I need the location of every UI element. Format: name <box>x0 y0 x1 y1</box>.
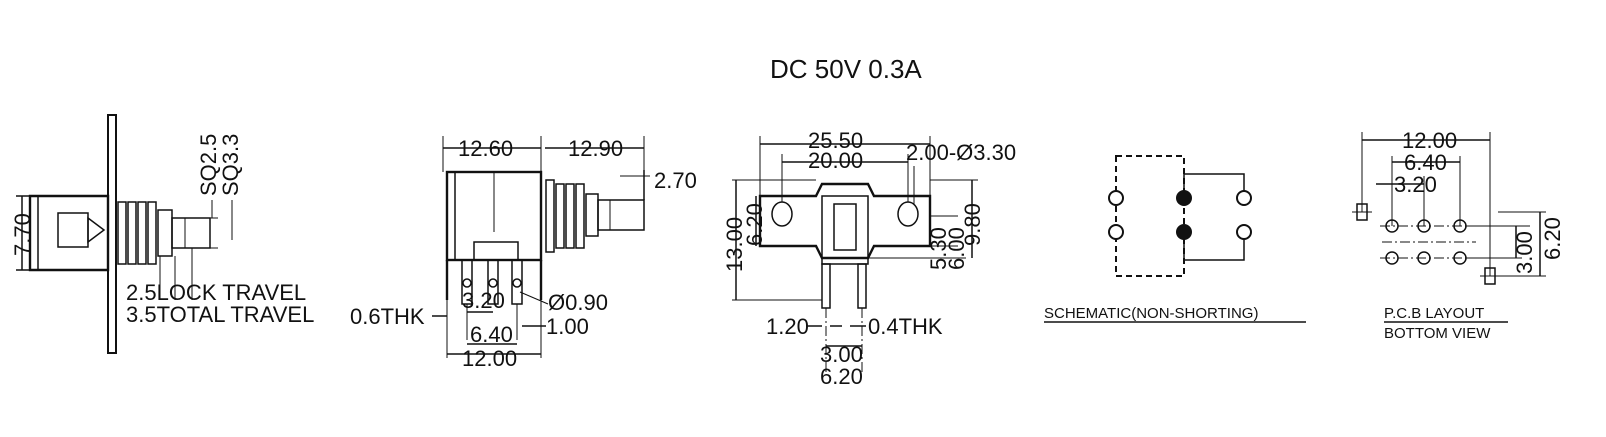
contact-common-1 <box>1176 190 1192 206</box>
dim-hole: 2.00-Ø3.30 <box>906 140 1016 165</box>
base-block <box>473 241 519 261</box>
latch-arrow-icon <box>87 216 106 244</box>
lock-travel-label: 2.5LOCK TRAVEL <box>126 280 306 305</box>
total-travel-label: 3.5TOTAL TRAVEL <box>126 302 314 327</box>
mount-hole-right <box>897 201 919 227</box>
dim-terminal-pitch: 3.00 <box>820 342 863 367</box>
actuator-shaft <box>171 217 211 249</box>
end-view: 25.50 20.00 2.00-Ø3.30 13.00 6.20 5.30 6… <box>722 128 1016 389</box>
switch-body <box>28 194 110 272</box>
spring-coils <box>117 201 173 265</box>
pcb-pads <box>1380 219 1476 265</box>
dim-outer-width: 25.50 <box>808 128 863 153</box>
rating-title: DC 50V 0.3A <box>770 54 922 84</box>
contact-common-2 <box>1176 224 1192 240</box>
pcb-dim-mid: 6.40 <box>1404 150 1447 175</box>
dim-thickness: 0.6THK <box>350 304 425 329</box>
dim-bracket-height: 6.20 <box>742 203 767 246</box>
mount-hole-left <box>771 201 793 227</box>
dim-pin-width: 1.00 <box>546 314 589 339</box>
dim-sq-large: SQ3.3 <box>218 134 243 196</box>
dim-right-b: 6.00 <box>944 227 969 270</box>
dim-sq-small: SQ2.5 <box>196 134 221 196</box>
pcb-dim-row-span: 6.20 <box>1540 217 1565 260</box>
dim-shaft-offset: 2.70 <box>654 168 697 193</box>
pcb-dim-row-pitch: 3.00 <box>1512 231 1537 274</box>
pcb-dim-small: 3.20 <box>1394 172 1437 197</box>
front-springs <box>545 179 599 253</box>
contact-open-3 <box>1236 190 1252 206</box>
schematic: SCHEMATIC(NON-SHORTING) <box>1044 155 1306 323</box>
dim-pin-pitch: 3.20 <box>462 288 505 313</box>
front-shaft <box>597 199 645 231</box>
mounting-bracket <box>758 182 932 260</box>
dim-total-height: 13.00 <box>722 217 747 272</box>
schematic-label: SCHEMATIC(NON-SHORTING) <box>1044 305 1258 322</box>
contact-open-4 <box>1236 224 1252 240</box>
terminal-left <box>821 263 831 309</box>
dim-terminal-thk: 0.4THK <box>868 314 943 339</box>
center-slot <box>833 203 857 251</box>
dim-terminal-span: 6.20 <box>820 364 863 389</box>
dim-pin-diameter: Ø0.90 <box>548 290 608 315</box>
terminal-right <box>857 263 867 309</box>
dim-total-width: 12.00 <box>462 346 517 371</box>
dim-height: 7.70 <box>10 213 35 256</box>
front-view: 12.60 12.90 2.70 0.6THK 3.20 Ø0.90 1.00 … <box>350 136 697 371</box>
contact-open-2 <box>1108 224 1124 240</box>
pcb-label-line1: P.C.B LAYOUT <box>1384 305 1484 322</box>
pcb-layout: 12.00 6.40 3.20 3.00 <box>1352 128 1565 342</box>
pcb-label-line2: BOTTOM VIEW <box>1384 325 1491 342</box>
side-view: 7.70 SQ2.5 SQ3.3 2.5LOCK TRAVEL 3.5TOTAL… <box>10 114 314 354</box>
dim-body-width: 12.60 <box>458 136 513 161</box>
dim-hole-pitch: 20.00 <box>808 148 863 173</box>
schematic-dashed-box <box>1115 155 1185 277</box>
center-housing <box>821 195 869 265</box>
dim-terminal-width: 1.20 <box>766 314 809 339</box>
pcb-dim-total: 12.00 <box>1402 128 1457 153</box>
dim-right-a: 5.30 <box>926 227 951 270</box>
dim-pin-span: 6.40 <box>470 322 513 347</box>
dim-right-c: 9.80 <box>960 203 985 246</box>
contact-open-1 <box>1108 190 1124 206</box>
dim-shaft-length: 12.90 <box>568 136 623 161</box>
latch-window <box>57 212 89 248</box>
